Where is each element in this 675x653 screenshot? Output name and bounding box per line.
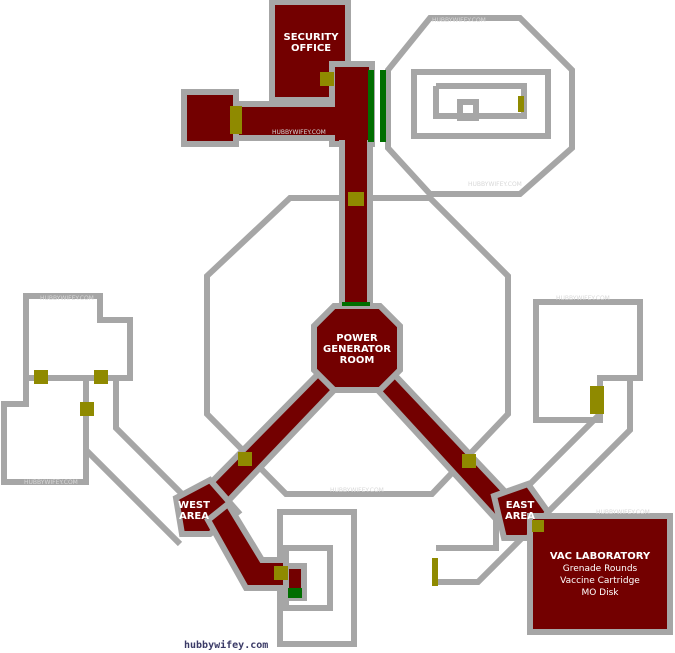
power-generator-label-line1: POWER [336,333,378,344]
east-upper-door[interactable] [590,386,604,414]
south-center-room[interactable] [277,509,357,647]
southwest-corridor-door[interactable] [238,452,252,466]
east-area-label-line2: AREA [505,511,535,522]
south-center-door-open[interactable] [288,588,302,598]
watermark: HUBBYWIFEY.COM [596,509,650,516]
security-office-door[interactable] [320,72,334,86]
security-office-label-line2: OFFICE [291,43,331,54]
northeast-inner-structure [411,69,551,139]
east-upper-room[interactable] [533,299,643,423]
west-upper-door-right[interactable] [94,370,108,384]
vac-laboratory-room[interactable] [527,513,673,635]
northwest-room-door[interactable] [230,106,242,134]
east-area-label-line1: EAST [506,500,535,511]
west-area-label-line2: AREA [179,511,209,522]
vac-laboratory-label: VAC LABORATORY [550,551,651,562]
vac-item: MO Disk [581,588,619,598]
watermark: HUBBYWIFEY.COM [432,17,486,24]
vac-item: Grenade Rounds [563,564,638,574]
power-room-door-north[interactable] [342,302,370,306]
watermark: HUBBYWIFEY.COM [556,295,610,302]
northeast-door-open[interactable] [368,70,374,142]
southeast-corridor-door[interactable] [462,454,476,468]
corridor-join-fill-2 [239,107,369,135]
northeast-round-room[interactable] [385,15,575,197]
central-north-corridor[interactable] [339,127,373,313]
central-corridor-door[interactable] [348,192,364,206]
west-lower-room[interactable] [1,375,89,485]
site-credit: hubbywifey.com [184,639,268,651]
south-center-door[interactable] [274,566,288,580]
northeast-door-open-2[interactable] [380,70,386,142]
watermark: HUBBYWIFEY.COM [330,487,384,494]
watermark: HUBBYWIFEY.COM [40,295,94,302]
northwest-small-room[interactable] [181,89,239,147]
west-corridor-inner [113,380,189,501]
east-corridor-outer [436,380,633,585]
west-upper-room[interactable] [23,293,133,381]
power-generator-room[interactable] [311,303,403,393]
west-upper-door-left[interactable] [34,370,48,384]
northeast-inner-door[interactable] [518,96,524,112]
security-office-label-line1: SECURITY [284,32,340,43]
northeast-inner-detail [433,83,527,119]
west-area-label-line1: WEST [178,500,210,511]
vac-item: Vaccine Cartridge [560,576,640,586]
northeast-inner-box [457,99,479,121]
vac-lab-door[interactable] [532,520,544,532]
east-corridor-end-door[interactable] [432,558,438,586]
power-generator-label-line3: ROOM [340,355,375,366]
west-corridor-outer [83,420,183,547]
watermark: HUBBYWIFEY.COM [468,181,522,188]
watermark: HUBBYWIFEY.COM [24,479,78,486]
west-lower-door[interactable] [80,402,94,416]
power-generator-label-line2: GENERATOR [323,344,391,355]
west-area-south-corridor[interactable] [204,499,289,591]
watermark: HUBBYWIFEY.COM [272,129,326,136]
east-corridor-inner [436,411,603,551]
